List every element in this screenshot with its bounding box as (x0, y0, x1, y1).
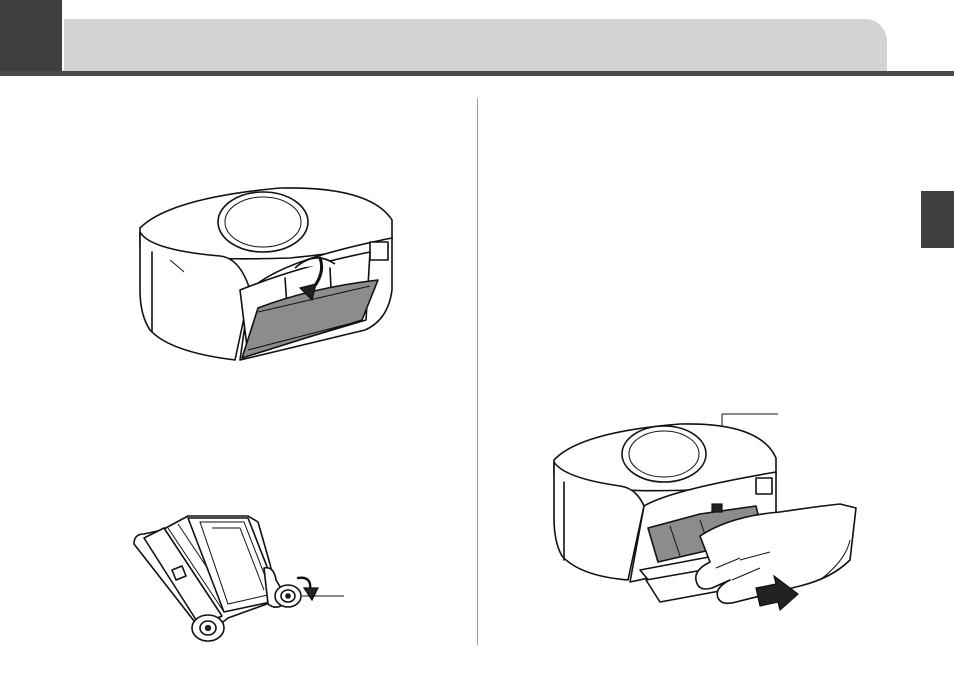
ink-ribbon-cassette-icon (128, 508, 348, 648)
section-side-tab (921, 191, 954, 248)
header-rule (0, 71, 954, 76)
column-divider (477, 98, 478, 645)
chapter-header-banner (64, 19, 887, 71)
hand-inserting-cassette-icon (550, 410, 860, 622)
printer-with-tray-cover-open-icon (130, 180, 410, 365)
chapter-header-block (0, 0, 62, 75)
